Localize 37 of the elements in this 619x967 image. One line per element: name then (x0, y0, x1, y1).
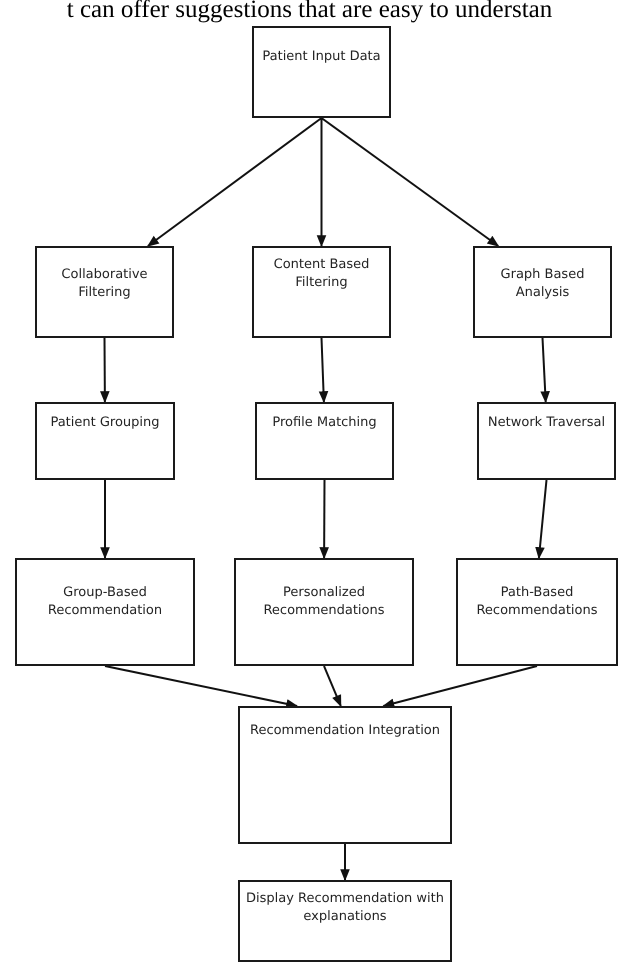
arrow (340, 844, 350, 882)
box-label: Graph Based Analysis (500, 266, 586, 302)
process-box (15, 558, 195, 666)
arrow (146, 117, 322, 247)
box-label: Patient Input Data (262, 48, 381, 66)
box-label: Content Based Filtering (272, 256, 370, 292)
arrow (535, 480, 548, 560)
arrow (320, 117, 500, 247)
process-box (255, 402, 394, 480)
box-label: Recommendation Integration (250, 722, 440, 740)
process-box (252, 26, 391, 118)
process-box (35, 402, 175, 480)
box-label: Collaborative Filtering (60, 266, 149, 302)
box-label: Group-Based Recommendation (46, 584, 164, 620)
arrow (318, 338, 328, 404)
arrow (382, 665, 538, 708)
process-box (234, 558, 414, 666)
box-label: Network Traversal (488, 414, 606, 432)
arrow (540, 338, 550, 404)
arrow (319, 480, 329, 560)
process-box (238, 880, 452, 962)
arrow (100, 480, 110, 560)
box-label: Display Recommendation with explanations (246, 890, 444, 926)
box-label: Profile Matching (272, 414, 377, 432)
process-box (35, 246, 174, 338)
process-box (252, 246, 391, 338)
process-box (477, 402, 616, 480)
arrow (316, 118, 326, 248)
process-box (456, 558, 618, 666)
box-label: Patient Grouping (50, 414, 160, 432)
box-label: Personalized Recommendations (262, 584, 386, 620)
arrow (100, 338, 110, 404)
arrow (323, 666, 342, 708)
box-label: Path-Based Recommendations (475, 584, 598, 620)
process-box (473, 246, 612, 338)
process-box (238, 706, 452, 844)
arrow (104, 665, 298, 708)
